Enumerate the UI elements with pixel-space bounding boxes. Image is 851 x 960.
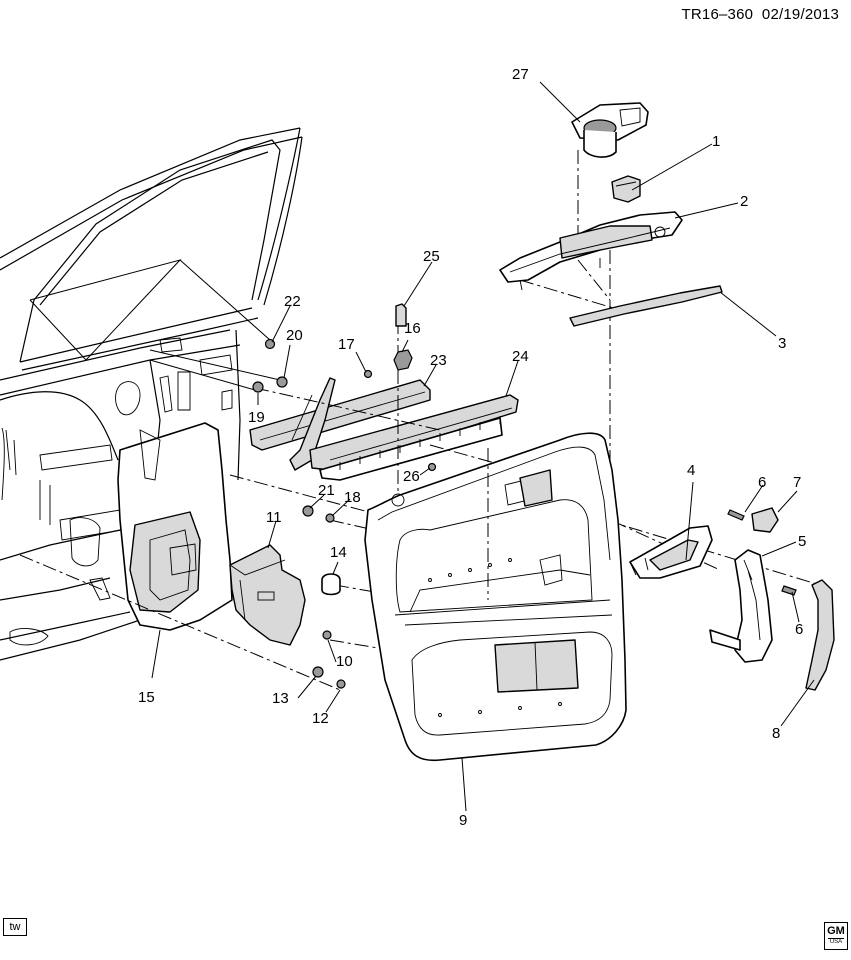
part-6a-screw — [727, 509, 745, 521]
gm-logo: GM USA — [824, 922, 848, 950]
callout-24: 24 — [512, 348, 529, 365]
part-19-nut — [252, 381, 264, 393]
callout-21: 21 — [318, 482, 335, 499]
corner-label: tw — [3, 918, 27, 936]
part-4-inside-handle — [629, 525, 713, 579]
callout-19: 19 — [248, 409, 265, 426]
gm-logo-subtext: USA — [828, 938, 844, 945]
callout-15: 15 — [138, 689, 155, 706]
callout-11: 11 — [266, 509, 282, 526]
document-number: TR16–360 — [681, 6, 754, 23]
part-20-nut — [276, 376, 288, 388]
callout-25: 25 — [423, 248, 440, 265]
callout-7: 7 — [793, 474, 801, 491]
document-id: TR16–360 02/19/2013 — [682, 6, 839, 23]
callout-18: 18 — [344, 489, 361, 506]
part-23-bracket — [249, 377, 431, 471]
part-21-nut — [302, 505, 314, 517]
callout-26: 26 — [403, 468, 420, 485]
part-22-nut — [264, 338, 276, 350]
callout-27: 27 — [512, 66, 529, 83]
part-1-switch — [611, 175, 641, 203]
callout-17: 17 — [338, 336, 355, 353]
callout-20: 20 — [286, 327, 303, 344]
callout-1: 1 — [712, 133, 720, 150]
callout-10: 10 — [336, 653, 353, 670]
part-11-insulator — [229, 544, 306, 646]
part-26-screw — [427, 462, 437, 472]
callout-labels: 27 1 2 3 4 5 6 6 7 8 9 10 11 12 13 14 15… — [138, 66, 806, 829]
part-17-screw — [363, 369, 373, 379]
callout-3: 3 — [778, 335, 786, 352]
part-10-screw — [322, 630, 332, 640]
part-6b-screw — [781, 585, 797, 596]
part-5-handle-bezel — [709, 549, 773, 663]
part-2-armrest-trim — [499, 211, 683, 291]
part-24-frame — [309, 394, 519, 481]
part-27-bezel — [571, 102, 649, 158]
callout-13: 13 — [272, 690, 289, 707]
part-12-screw — [336, 679, 346, 689]
callout-9: 9 — [459, 812, 467, 829]
part-16-retainer — [393, 349, 413, 371]
callout-12: 12 — [312, 710, 329, 727]
callout-leaders — [151, 81, 815, 812]
callout-6a: 6 — [758, 474, 766, 491]
callout-4: 4 — [687, 462, 695, 479]
document-date: 02/19/2013 — [761, 6, 839, 23]
gm-logo-text: GM — [827, 925, 845, 937]
part-25-clip — [395, 303, 407, 327]
leader-lines-window — [29, 259, 281, 391]
part-7-cap — [751, 507, 779, 533]
part-13-nut — [312, 666, 324, 678]
part-8-cover — [805, 579, 835, 691]
callout-14: 14 — [330, 544, 347, 561]
callout-6b: 6 — [795, 621, 803, 638]
part-9-door-trim-panel — [364, 432, 627, 762]
callout-5: 5 — [798, 533, 806, 550]
callout-8: 8 — [772, 725, 780, 742]
part-15-water-deflector — [117, 422, 233, 631]
callout-23: 23 — [430, 352, 447, 369]
part-3-trim-strip — [569, 285, 723, 327]
part-14-plug — [321, 573, 341, 596]
callout-22: 22 — [284, 293, 301, 310]
callout-2: 2 — [740, 193, 748, 210]
callout-16: 16 — [404, 320, 421, 337]
